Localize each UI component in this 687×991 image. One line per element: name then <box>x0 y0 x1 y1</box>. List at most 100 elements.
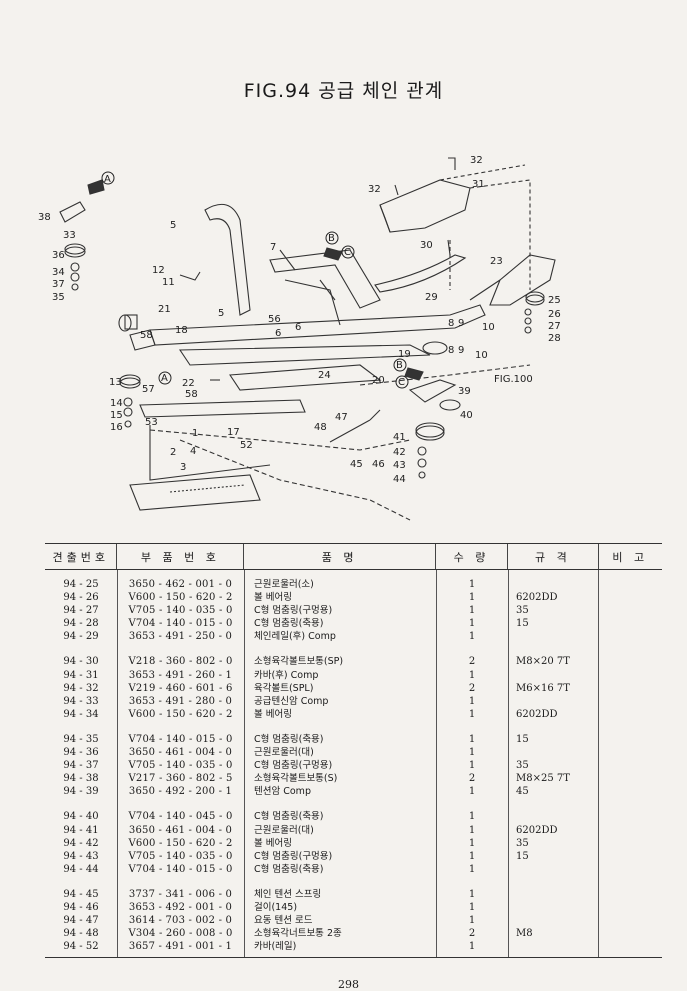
callout-c2: C <box>398 377 405 388</box>
cell-part: 3657 - 491 - 001 - 1 <box>128 941 233 953</box>
cell-name: C형 멈춤링(축용) <box>254 733 324 745</box>
cell-spec: 35 <box>516 605 529 617</box>
callout-6: 6 <box>295 322 301 333</box>
callout-58b: 58 <box>185 389 198 400</box>
cell-part: 3653 - 492 - 001 - 0 <box>128 901 233 913</box>
cell-spec <box>508 695 598 708</box>
callout-8b: 8 <box>448 345 454 356</box>
callout-10b: 10 <box>475 350 488 361</box>
cell-spec: 6202DD <box>516 708 558 720</box>
cell-part: V704 - 140 - 015 - 0 <box>128 618 233 630</box>
callout-b2: B <box>396 360 403 371</box>
cell-part: V600 - 150 - 620 - 2 <box>128 837 233 849</box>
callout-34: 34 <box>52 267 65 278</box>
cell-note <box>598 669 662 682</box>
callout-b: B <box>328 233 335 244</box>
callout-6b: 6 <box>275 328 281 339</box>
cell-name: 볼 베어링 <box>254 592 292 604</box>
cell-no: 94 - 47 <box>63 915 99 927</box>
cell-part: V217 - 360 - 802 - 5 <box>128 773 233 785</box>
cell-spec: 6202DD <box>516 592 558 604</box>
header-spec: 규 격 <box>508 544 599 569</box>
cell-note <box>598 914 662 927</box>
callout-20: 20 <box>372 375 385 386</box>
cell-part: 3650 - 461 - 004 - 0 <box>128 747 233 759</box>
callout-45: 45 <box>350 459 363 470</box>
cell-note <box>598 772 662 785</box>
page-number: 298 <box>338 978 359 991</box>
callout-a2: A <box>161 373 168 384</box>
cell-part: V600 - 150 - 620 - 2 <box>128 592 233 604</box>
cell-name: 육각볼트(SPL) <box>254 682 314 694</box>
cell-no: 94 - 37 <box>63 760 99 772</box>
cell-spec: 15 <box>516 618 529 630</box>
cell-spec <box>508 810 598 823</box>
cell-no: 94 - 28 <box>63 618 99 630</box>
cell-no: 94 - 46 <box>63 901 99 913</box>
cell-note <box>598 901 662 914</box>
callout-8: 8 <box>448 318 454 329</box>
cell-qty: 1 <box>468 850 476 862</box>
cell-name: C형 멈춤링(구멍용) <box>254 850 333 862</box>
cell-part: 3650 - 492 - 200 - 1 <box>128 786 233 798</box>
callout-3: 3 <box>180 462 186 473</box>
cell-note <box>598 630 662 643</box>
header-quantity: 수 량 <box>436 544 509 569</box>
cell-qty: 1 <box>468 760 476 772</box>
cell-note <box>598 888 662 901</box>
cell-name: 텐션암 Comp <box>254 786 311 798</box>
callout-a: A <box>104 174 111 185</box>
cell-spec: M8×20 7T <box>516 656 570 668</box>
cell-no: 94 - 27 <box>63 605 99 617</box>
cell-note <box>598 655 662 668</box>
callout-56: 56 <box>268 314 281 325</box>
cell-qty: 1 <box>468 824 476 836</box>
callout-32b: 32 <box>368 184 381 195</box>
callout-16: 16 <box>110 422 123 433</box>
callout-28: 28 <box>548 333 561 344</box>
cell-no: 94 - 35 <box>63 733 99 745</box>
cell-qty: 1 <box>468 733 476 745</box>
callout-32: 32 <box>470 155 483 166</box>
cell-no: 94 - 39 <box>63 786 99 798</box>
cell-part: V219 - 460 - 601 - 6 <box>128 682 233 694</box>
cell-name: 볼 베어링 <box>254 837 292 849</box>
callout-9b: 9 <box>458 345 464 356</box>
cell-name: C형 멈춤링(구멍용) <box>254 605 333 617</box>
parts-diagram: 32 31 32 A 38 5 33 36 34 37 35 30 7 B C … <box>30 140 660 535</box>
cell-part: V705 - 140 - 035 - 0 <box>128 850 233 862</box>
cell-note <box>598 746 662 759</box>
callout-52: 52 <box>240 440 253 451</box>
callout-21: 21 <box>158 304 171 315</box>
callout-47: 47 <box>335 412 348 423</box>
cell-note <box>598 785 662 798</box>
cell-qty: 1 <box>468 631 476 643</box>
cell-name: 체인레일(후) Comp <box>254 631 336 643</box>
cell-part: V600 - 150 - 620 - 2 <box>128 708 233 720</box>
callout-30: 30 <box>420 240 433 251</box>
callout-31: 31 <box>472 179 485 190</box>
cell-no: 94 - 40 <box>63 811 99 823</box>
cell-part: V705 - 140 - 035 - 0 <box>128 760 233 772</box>
cell-spec: 45 <box>516 786 529 798</box>
callout-4: 4 <box>190 446 196 457</box>
cell-name: 요동 텐션 로드 <box>254 915 313 927</box>
cell-no: 94 - 26 <box>63 592 99 604</box>
cell-no: 94 - 30 <box>63 656 99 668</box>
callout-c: C <box>344 247 351 258</box>
header-remarks: 비 고 <box>612 550 649 564</box>
cell-note <box>598 682 662 695</box>
